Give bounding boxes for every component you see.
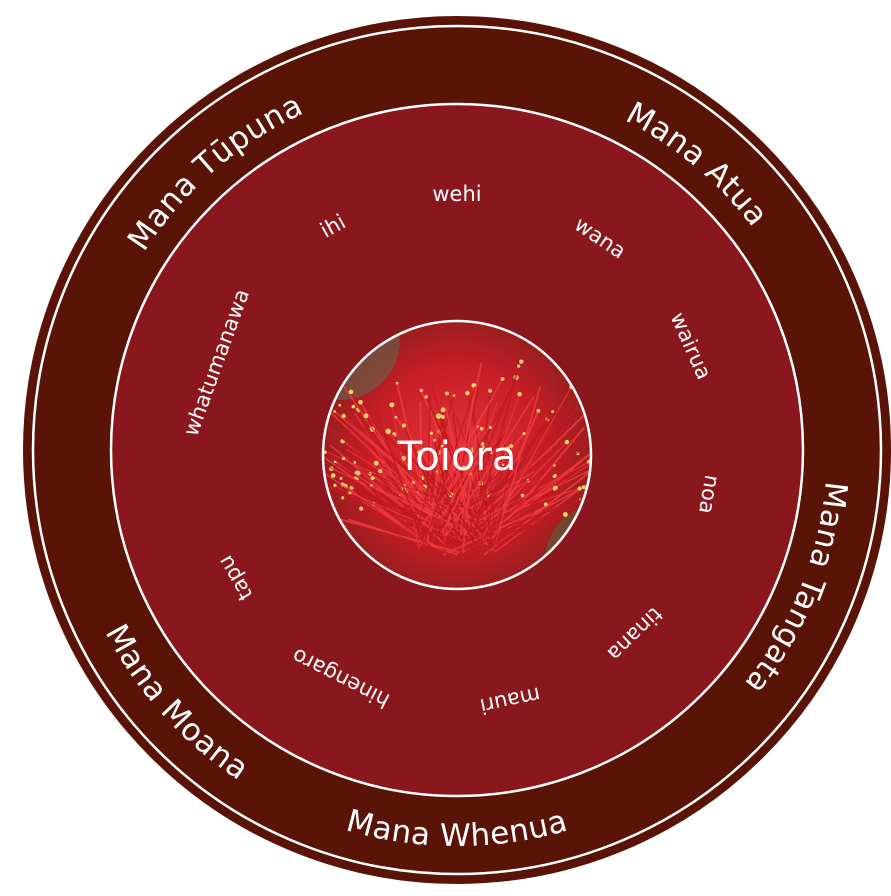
outer-ring-inner-border <box>31 24 883 876</box>
center-label: Toiora <box>397 434 517 480</box>
inner-label-wehi: wehi <box>432 182 481 206</box>
